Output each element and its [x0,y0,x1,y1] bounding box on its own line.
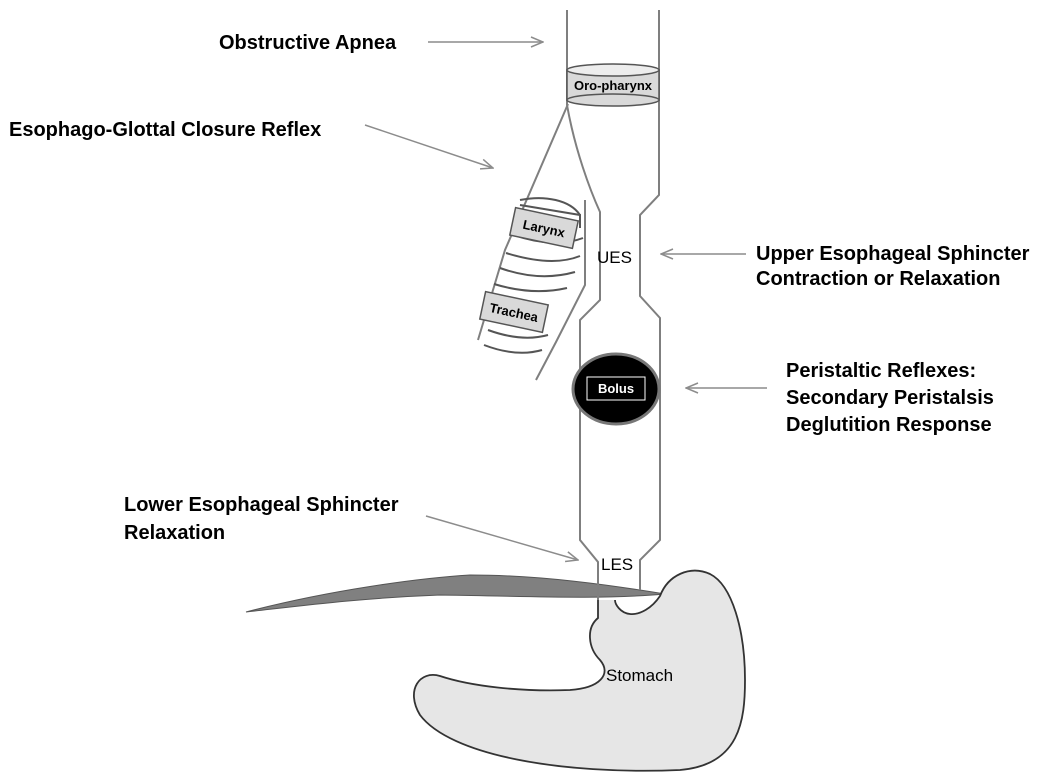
ues-callout-line2: Contraction or Relaxation [756,268,1000,290]
arrow-egcr [365,125,493,168]
les-callout-line1: Lower Esophageal Sphincter [124,494,399,516]
oropharynx-label: Oro-pharynx [574,78,653,93]
obstructive-apnea-label: Obstructive Apnea [219,32,397,54]
peristaltic-line2: Secondary Peristalsis [786,387,994,409]
les-label: LES [601,555,633,574]
peristaltic-line3: Deglutition Response [786,414,992,436]
stomach-label: Stomach [606,666,673,685]
les-callout-line2: Relaxation [124,522,225,544]
peristaltic-line1: Peristaltic Reflexes: [786,360,976,382]
ues-callout-line1: Upper Esophageal Sphincter [756,243,1030,265]
ues-label: UES [597,248,632,267]
egcr-label: Esophago-Glottal Closure Reflex [9,119,321,141]
stomach-shape [414,571,745,771]
arrow-les [426,516,578,560]
bolus-label: Bolus [598,381,634,396]
